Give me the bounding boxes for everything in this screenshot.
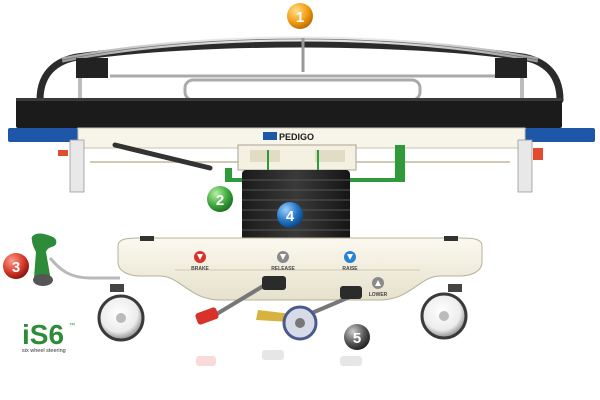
raise-label: RAISE	[342, 266, 358, 272]
mattress	[16, 98, 562, 128]
steer-handle	[31, 233, 120, 286]
lift-mechanism	[225, 144, 405, 182]
is6-logo-tm: ™	[69, 322, 75, 329]
callout-1: 1	[287, 3, 313, 29]
callout-2: 2	[207, 186, 233, 212]
base-shroud	[117, 236, 483, 301]
litter-frame	[58, 127, 543, 193]
callout-3: 3	[3, 253, 29, 279]
callout-1-number: 1	[296, 9, 304, 26]
is6-logo: iS6 ™ six wheel steering	[22, 319, 75, 354]
blue-frame	[8, 128, 595, 142]
release-pedal-indicator: RELEASE	[271, 251, 295, 272]
is6-logo-main: iS6	[22, 319, 64, 350]
floor-reflection	[196, 350, 362, 366]
raise-pedal-indicator: RAISE	[342, 251, 358, 272]
brake-pedal-indicator: BRAKE	[191, 251, 210, 272]
callout-4-number: 4	[286, 208, 295, 225]
wheel-right	[420, 284, 468, 340]
wheel-center	[282, 305, 318, 341]
brand-name: PEDIGO	[279, 132, 314, 142]
brand-logo: PEDIGO	[263, 132, 314, 142]
brake-label: BRAKE	[191, 266, 209, 272]
callout-5-number: 5	[353, 330, 361, 347]
lower-label: LOWER	[369, 292, 388, 298]
callout-5: 5	[344, 324, 370, 350]
callout-4: 4	[277, 202, 303, 228]
lower-pedal-indicator: LOWER	[369, 277, 388, 298]
brake-pedal	[195, 276, 286, 325]
callout-3-number: 3	[12, 259, 20, 276]
callout-2-number: 2	[216, 192, 224, 209]
wheel-left	[97, 284, 145, 342]
is6-logo-sub: six wheel steering	[22, 348, 66, 354]
release-label: RELEASE	[271, 266, 295, 272]
